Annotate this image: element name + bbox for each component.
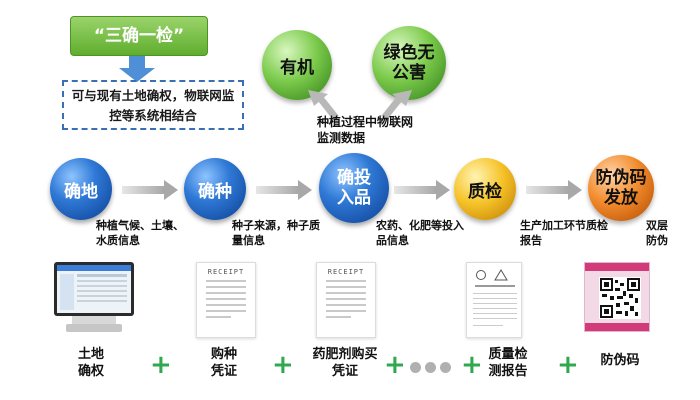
land-registry-monitor bbox=[54, 262, 134, 338]
fertilizer-receipt-label: 药肥剂购买凭证 bbox=[312, 347, 378, 379]
fertilizer-receipt-doc: RECEIPT bbox=[316, 262, 376, 338]
step-confirm-seed-label: 确种 bbox=[198, 181, 232, 202]
step-anti-fake-code-label: 防伪码发放 bbox=[595, 168, 647, 208]
ellipsis-dot bbox=[440, 362, 451, 373]
receipt-title: RECEIPT bbox=[327, 268, 365, 276]
down-arrow-icon bbox=[119, 56, 155, 82]
land-registry-label: 土地确权 bbox=[77, 347, 104, 379]
step-confirm-seed-desc: 种子来源，种子质量信息 bbox=[232, 219, 320, 247]
three-confirm-tag: “三确一检” bbox=[70, 16, 208, 56]
step-anti-fake-code: 防伪码发放 bbox=[588, 155, 654, 221]
step-quality-check-label: 质检 bbox=[468, 181, 502, 202]
seed-receipt-doc: RECEIPT bbox=[196, 262, 256, 338]
ellipsis-dot bbox=[425, 362, 436, 373]
plus-icon: + bbox=[557, 350, 579, 380]
qr-code-icon bbox=[599, 277, 641, 319]
anti-fake-label-image bbox=[584, 262, 650, 332]
arrow-right-icon bbox=[526, 180, 582, 200]
step-confirm-inputs: 确投入品 bbox=[319, 153, 389, 223]
step-confirm-land-label: 确地 bbox=[64, 181, 98, 202]
plus-icon: + bbox=[150, 350, 172, 380]
arrow-right-icon bbox=[256, 180, 312, 200]
step-confirm-seed: 确种 bbox=[184, 158, 246, 220]
step-confirm-land-desc: 种植气候、土壤、水质信息 bbox=[96, 219, 184, 247]
green-pollution-free-circle: 绿色无公害 bbox=[372, 26, 446, 100]
step-confirm-land: 确地 bbox=[50, 158, 112, 220]
receipt-title: RECEIPT bbox=[207, 268, 245, 276]
quality-report-label: 质量检测报告 bbox=[488, 347, 528, 379]
monitor-data-text: 种植过程中物联网监测数据 bbox=[317, 115, 414, 145]
arrow-right-icon bbox=[394, 180, 450, 200]
green-pollution-free-label: 绿色无公害 bbox=[383, 43, 435, 83]
monitor-arrows-icon bbox=[308, 90, 412, 120]
organic-label: 有机 bbox=[280, 57, 314, 78]
plus-icon: + bbox=[272, 350, 294, 380]
step-quality-check-desc: 生产加工环节质检报告 bbox=[520, 219, 608, 247]
ellipsis-dot bbox=[410, 362, 421, 373]
step-confirm-inputs-desc: 农药、化肥等投入品信息 bbox=[376, 219, 464, 247]
step-quality-check: 质检 bbox=[454, 158, 516, 220]
report-logos-icon bbox=[476, 269, 508, 281]
organic-circle: 有机 bbox=[262, 30, 332, 100]
anti-fake-code-label: 防伪码 bbox=[600, 353, 640, 368]
step-confirm-inputs-label: 确投入品 bbox=[337, 168, 371, 208]
plus-icon: + bbox=[461, 350, 483, 380]
quality-report-doc bbox=[466, 262, 522, 338]
plus-icon: + bbox=[384, 350, 406, 380]
seed-receipt-label: 购种凭证 bbox=[210, 347, 237, 379]
integration-note: 可与现有土地确权，物联网监控等系统相结合 bbox=[62, 80, 244, 130]
arrow-right-icon bbox=[122, 180, 178, 200]
step-anti-fake-code-desc: 双层防伪 bbox=[646, 219, 668, 247]
